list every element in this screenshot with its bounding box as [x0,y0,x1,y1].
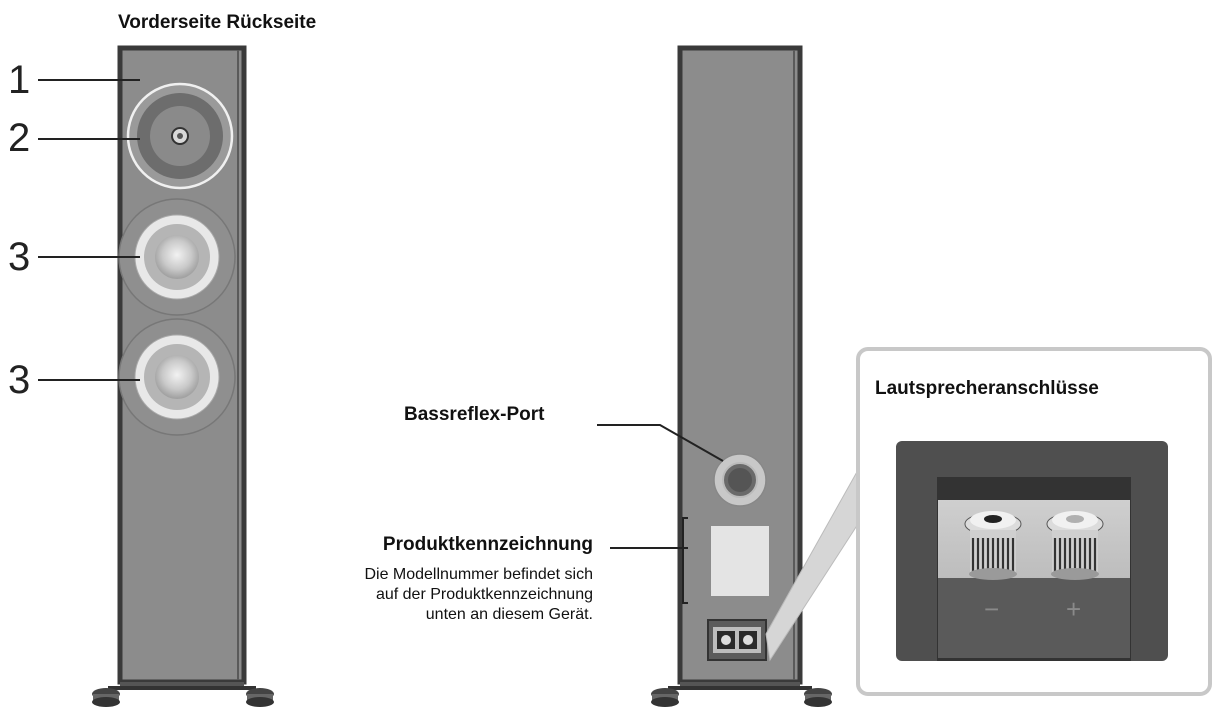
minus-terminal-icon [964,511,1022,580]
bass-reflex-label: Bassreflex-Port [404,404,545,425]
callout-3b: 3 [8,358,31,402]
product-label-icon [711,526,769,596]
terminals-icon [707,619,767,661]
front-feet [92,682,274,707]
front-callout-lines [38,79,140,381]
product-label-title: Produktkennzeichnung [382,534,593,555]
inset-title: Lautsprecheranschlüsse [875,378,1099,399]
bass-reflex-port-icon [713,453,767,507]
back-callout-lines [597,424,724,604]
tweeter-icon [126,82,234,190]
back-feet [651,682,832,707]
plus-terminal-icon [1046,511,1104,580]
product-label-desc-3: unten an diesem Gerät. [425,606,593,623]
product-label-desc-2: auf der Produktkennzeichnung [375,586,593,603]
plus-symbol: + [1066,594,1082,624]
back-speaker [597,45,832,707]
callout-2: 2 [8,116,31,160]
minus-symbol: − [984,594,1000,624]
callout-1: 1 [8,58,31,102]
page-title: Vorderseite Rückseite [118,12,317,33]
callout-3a: 3 [8,235,31,279]
woofer-icon [118,198,236,316]
terminals-inset [765,347,1212,696]
product-label-desc-1: Die Modellnummer befindet sich [364,566,593,583]
front-speaker [38,45,274,707]
woofer-icon [118,318,236,436]
